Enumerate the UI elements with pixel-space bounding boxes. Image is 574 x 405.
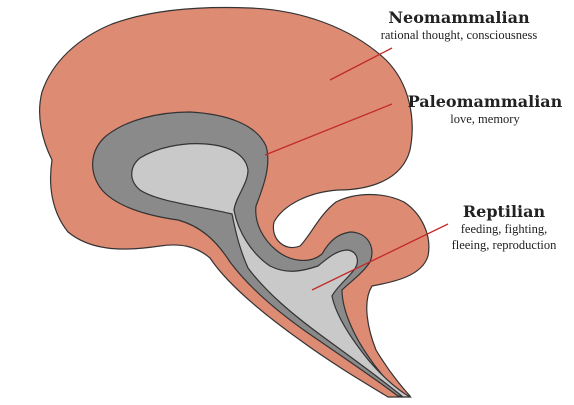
paleomammalian-title: Paleomammalian xyxy=(400,93,570,111)
paleomammalian-label: Paleomammalian love, memory xyxy=(400,93,570,127)
reptilian-description-line-2: fleeing, reproduction xyxy=(436,237,572,253)
reptilian-title: Reptilian xyxy=(436,203,572,221)
reptilian-description-line-1: feeding, fighting, xyxy=(436,221,572,237)
reptilian-label: Reptilian feeding, fighting, fleeing, re… xyxy=(436,203,572,253)
paleomammalian-description: love, memory xyxy=(400,111,570,127)
neomammalian-description: rational thought, consciousness xyxy=(346,27,572,43)
neomammalian-label: Neomammalian rational thought, conscious… xyxy=(346,9,572,43)
neomammalian-title: Neomammalian xyxy=(346,9,572,27)
